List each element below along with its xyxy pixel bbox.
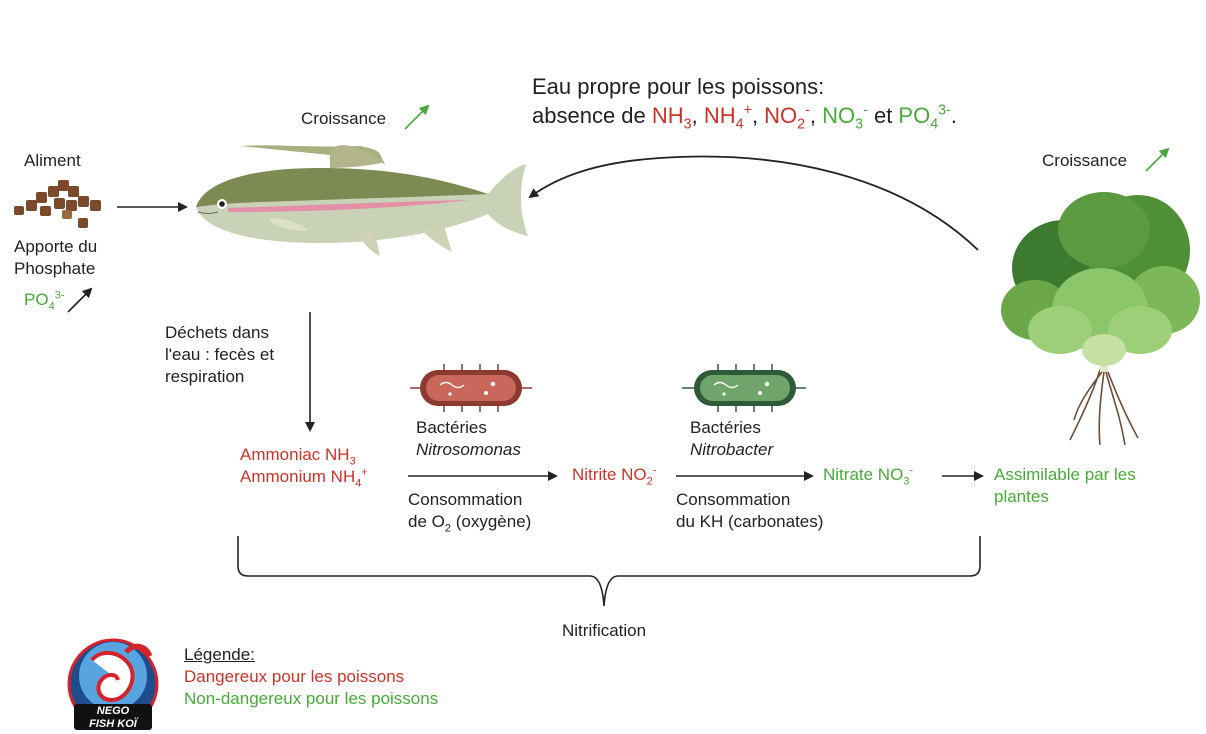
assimilable-label: Assimilable par les plantes [994,465,1136,506]
food-po4-label: PO43- [24,289,65,313]
legend-safe: Non-dangereux pour les poissons [184,689,439,708]
consumption1-label: Consommation de O2 (oxygène) [408,490,532,535]
logo-line1: NEGO [97,705,130,717]
legend-danger: Dangereux pour les poissons [184,667,405,686]
phosphate-arrow [67,287,93,313]
food-pellets-icon [14,180,101,228]
clean-water-arrow [528,155,979,251]
nh3-label: NH3 [651,103,692,133]
no3-label: NO3- [822,102,868,133]
nitrification-label: Nitrification [562,621,647,640]
nitrate-label: Nitrate NO3- [823,464,914,488]
bacteria2-label: Bactéries Nitrobacter [690,418,774,459]
legend: Légende: Dangereux pour les poissons Non… [184,644,438,710]
phosphate-label: Apporte du Phosphate [14,237,98,278]
fish-icon [196,145,528,256]
header-title: Eau propre pour les poissons: absence de… [532,72,958,133]
consumption2-label: Consommation du KH (carbonates) [676,490,824,531]
nitrobacter-icon [682,364,806,412]
po4-label: PO43- [898,102,951,133]
fish-growth-arrow [404,104,430,130]
nego-fish-koi-logo [67,638,159,730]
logo-line2: FISH KOÏ [89,717,139,730]
nitrite-label: Nitrite NO2- [572,464,657,488]
nitrification-brace [237,536,981,607]
legend-title: Légende: [184,645,255,664]
no2-label: NO2- [764,102,810,133]
fish-growth-label: Croissance [301,109,387,128]
header-line1: Eau propre pour les poissons: [532,74,825,99]
waste-label: Déchets dans l'eau : fecès et respiratio… [165,323,275,386]
nitrosomonas-icon [410,364,532,412]
ammonia-label: Ammoniac NH3 Ammonium NH4+ [240,445,368,490]
food-label: Aliment [24,151,81,170]
header-line2: absence de NH3, NH4+, NO2-, NO3- et PO43… [532,102,958,133]
bacteria1-label: Bactéries Nitrosomonas [416,418,521,459]
lettuce-icon [1001,192,1200,446]
plant-growth-label: Croissance [1042,151,1128,170]
plant-growth-arrow [1145,147,1170,172]
nh4-label: NH4+ [703,102,752,133]
